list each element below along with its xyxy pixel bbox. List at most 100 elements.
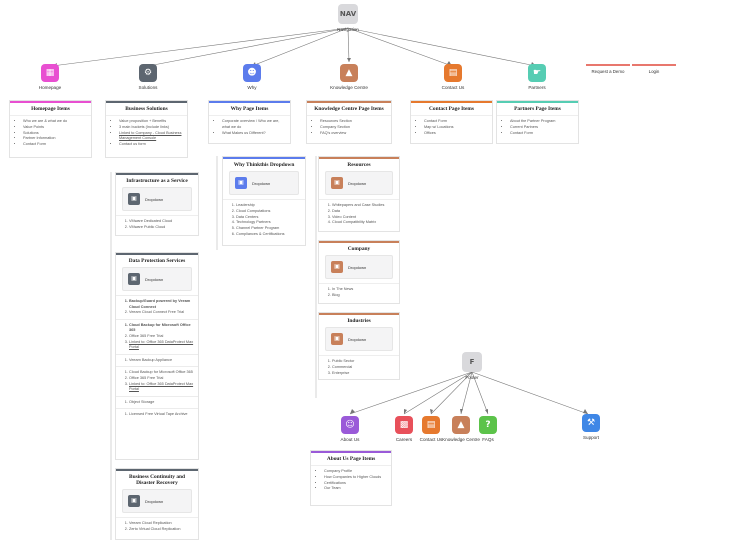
dropdown-block[interactable]: ▣ Dropdown [122, 489, 192, 513]
infrastructure-card: Infrastructure as a Service ▣ Dropdown V… [115, 172, 199, 236]
about-us-label: About Us [340, 437, 360, 442]
card-accent [307, 101, 391, 103]
list-item: Cloud Computations [236, 209, 301, 215]
item-list: Corporate overview / Who we are, what we… [209, 115, 290, 139]
faqs-label: FAQs [482, 437, 494, 442]
nav-icon: NAV [338, 4, 358, 24]
support-node[interactable]: ⚒ Support [561, 414, 621, 440]
service-group: Cloud Backup for Microsoft Office 365 Of… [116, 366, 198, 395]
why-node[interactable]: ☻ Why [222, 64, 282, 90]
dropdown-block[interactable]: ▣ Dropdown [325, 327, 393, 351]
card-accent [116, 173, 198, 175]
list-item: Contact Form [424, 119, 488, 125]
why-page-items-card: Why Page Items Corporate overview / Who … [208, 100, 291, 144]
dropdown-block[interactable]: ▣ Dropdown [325, 171, 393, 195]
dropdown-label: Dropdown [145, 196, 164, 202]
company-card: Company ▣ Dropdown In The News Blog [318, 240, 400, 304]
list-item: Backup/Guard powered by Veeam Cloud Conn… [129, 299, 194, 310]
list-item: Value proposition + Benefits [119, 119, 183, 125]
list-item: Compliances & Certifications [236, 232, 301, 238]
card-accent [311, 451, 391, 453]
card-accent [319, 313, 399, 315]
item-list: Contact Form Map w/ Locations Offices [411, 115, 492, 139]
handshake-icon: ☛ [528, 64, 546, 82]
list-item: Blog [332, 293, 395, 299]
list-item[interactable]: Linked to Company - Cloud Business Manag… [119, 131, 183, 143]
navigation-label: Navigation [337, 27, 359, 32]
business-solutions-card: Business Solutions Value proposition + B… [105, 100, 188, 158]
dropdown-icon: ▣ [128, 495, 140, 507]
footer-contact-us-label: Contact Us [419, 437, 443, 442]
why-dropdown-card: Why Thinkthis Dropdown ▣ Dropdown Leader… [222, 156, 306, 246]
request-demo-bar [586, 64, 630, 66]
list-item: Partner Information [23, 136, 87, 142]
knowledge-centre-items-card: Knowledge Centre Page Items Resources Se… [306, 100, 392, 144]
list-item: Zerto Virtual Cloud Replication [129, 527, 194, 533]
list-item: Certifications [324, 481, 387, 487]
list-item: Veeam Cloud Connect Free Trial [129, 310, 194, 316]
partners-node[interactable]: ☛ Partners [507, 64, 567, 90]
item-list: About the Partner Program Current Partne… [497, 115, 578, 139]
knowledge-centre-node[interactable]: ▲ Knowledge Centre [319, 64, 379, 90]
list-item: Cloud Compatibility Matrix [332, 220, 395, 226]
list-item: Enterprise [332, 371, 395, 377]
faqs-node[interactable]: ? FAQs [458, 416, 518, 442]
list-item: FAQ's overview [320, 131, 387, 137]
card-title: Company [347, 246, 371, 252]
navigation-node[interactable]: NAV Navigation [318, 4, 378, 32]
list-item[interactable]: Linked to: Office 365 DataProtect Max Po… [129, 340, 194, 351]
request-demo-label: Request a Demo [591, 69, 625, 74]
business-continuity-card: Business Continuity and Disaster Recover… [115, 468, 199, 540]
data-protection-card: Data Protection Services ▣ Dropdown Back… [115, 252, 199, 460]
list-item: VMware Public Cloud [129, 225, 194, 231]
footer-contact-us-node[interactable]: ▤ Contact Us [401, 416, 461, 442]
list-item: Leadership [236, 203, 301, 209]
contact-us-node[interactable]: ▤ Contact Us [423, 64, 483, 90]
service-group: Veeam Backup Appliance [116, 353, 198, 367]
footer-knowledge-centre-node[interactable]: ▲ Knowledge Centre [431, 416, 491, 442]
item-list: Whitepapers and Case Studies Data Video … [319, 199, 399, 229]
card-accent [411, 101, 492, 103]
list-item: Company Profile [324, 469, 387, 475]
card-title: Contact Page Items [429, 106, 474, 112]
list-item: Commercial [332, 365, 395, 371]
list-item: Who we are & what we do [23, 119, 87, 125]
solutions-label: Solutions [138, 85, 158, 90]
service-group: Object Storage [116, 395, 198, 409]
dropdown-block[interactable]: ▣ Dropdown [122, 187, 192, 211]
careers-node[interactable]: ▩ Careers [374, 416, 434, 442]
about-us-node[interactable]: ☺ About Us [320, 416, 380, 442]
dropdown-block[interactable]: ▣ Dropdown [325, 255, 393, 279]
list-item: Object Storage [129, 400, 194, 406]
footer-knowledge-centre-label: Knowledge Centre [442, 437, 480, 442]
contact-page-items-card: Contact Page Items Contact Form Map w/ L… [410, 100, 493, 144]
item-list: Resources Section Company Section FAQ's … [307, 115, 391, 139]
graduation-cap-icon: ▲ [452, 416, 470, 434]
dropdown-block[interactable]: ▣ Dropdown [122, 267, 192, 291]
list-item: Channel Partner Program [236, 226, 301, 232]
item-list: Public Sector Commercial Enterprise [319, 355, 399, 379]
dropdown-icon: ▣ [235, 177, 247, 189]
homepage-items-card: Homepage Items Who we are & what we do V… [9, 100, 92, 158]
dropdown-label: Dropdown [145, 498, 164, 504]
list-item: Current Partners [510, 125, 574, 131]
footer-node[interactable]: F Footer [442, 352, 502, 380]
list-item[interactable]: Linked to: Office 365 DataProtect Max Po… [129, 382, 194, 393]
card-title: Why Thinkthis Dropdown [233, 162, 295, 168]
list-item: VMware Dedicated Cloud [129, 219, 194, 225]
login-label: Login [648, 69, 660, 74]
solutions-node[interactable]: ⚙ Solutions [118, 64, 178, 90]
card-title: Industries [347, 318, 371, 324]
item-list: VMware Dedicated Cloud VMware Public Clo… [116, 215, 198, 234]
list-item: Office 365 Free Trial [129, 334, 194, 340]
homepage-node[interactable]: ▦ Homepage [20, 64, 80, 90]
dropdown-block[interactable]: ▣ Dropdown [229, 171, 299, 195]
dropdown-label: Dropdown [348, 264, 367, 270]
request-demo-link[interactable]: Request a Demo [586, 64, 630, 74]
login-link[interactable]: Login [632, 64, 676, 74]
card-title: Why Page Items [230, 106, 269, 112]
item-list: Company Profile How Companies to Higher … [311, 465, 391, 495]
list-item: Cloud Backup for Microsoft Office 365 [129, 323, 194, 334]
dropdown-label: Dropdown [348, 336, 367, 342]
item-list: Who we are & what we do Value Points Sol… [10, 115, 91, 151]
